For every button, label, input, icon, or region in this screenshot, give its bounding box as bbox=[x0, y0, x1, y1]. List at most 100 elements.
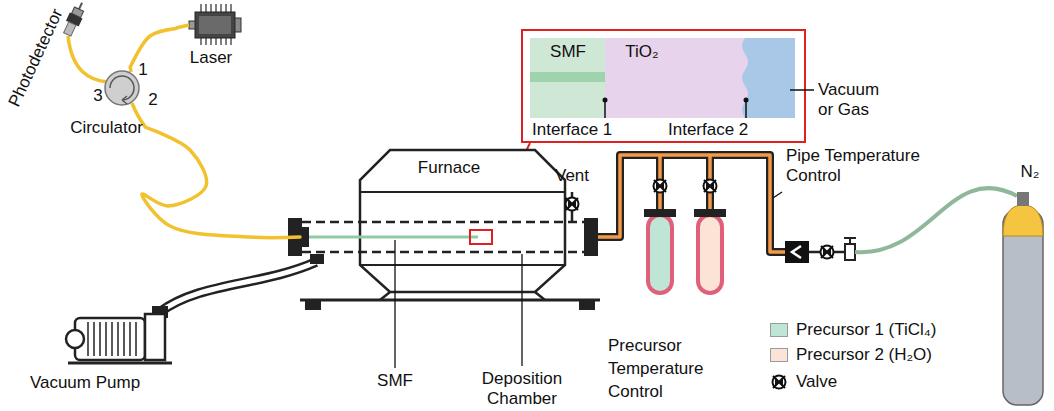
circulator-icon bbox=[122, 96, 127, 104]
deposition-chamber bbox=[470, 230, 492, 244]
furnace-body bbox=[300, 299, 600, 302]
legend-text: Precursor 2 (H₂O) bbox=[796, 345, 932, 365]
part-label: Interface 2 bbox=[668, 120, 748, 140]
laser-icon bbox=[176, 25, 189, 28]
precursor-tube bbox=[694, 209, 726, 217]
optical-fiber bbox=[68, 36, 107, 82]
precursor-tube bbox=[648, 215, 672, 293]
furnace-body bbox=[579, 300, 595, 310]
gas-hose bbox=[855, 188, 1017, 252]
precursor-tube bbox=[698, 215, 722, 293]
deposition-chamber bbox=[584, 218, 598, 256]
laser-icon bbox=[176, 4, 241, 45]
legend-text: Precursor 1 (TiCl₄) bbox=[796, 320, 936, 340]
labelled-part: Circulator bbox=[66, 66, 147, 138]
heated-pipe bbox=[598, 155, 785, 252]
inset-panel bbox=[742, 38, 795, 118]
furnace-body bbox=[305, 300, 321, 310]
nitrogen-cylinder bbox=[1003, 205, 1043, 236]
vacuum-pump bbox=[99, 322, 101, 356]
nitrogen-cylinder bbox=[1017, 192, 1029, 206]
vent-valve bbox=[566, 192, 579, 222]
heated-pipe bbox=[598, 155, 785, 252]
furnace-body bbox=[360, 192, 565, 265]
check-valve bbox=[785, 241, 809, 263]
leader-line bbox=[395, 192, 782, 368]
precursor-tube bbox=[644, 209, 726, 293]
precursor-tube bbox=[644, 209, 676, 217]
circulator-icon bbox=[105, 71, 139, 105]
inset-panel bbox=[530, 72, 605, 82]
part-label: 1 bbox=[138, 60, 147, 80]
vacuum-pump bbox=[160, 262, 316, 312]
legend-swatch bbox=[770, 323, 788, 337]
vacuum-pump bbox=[135, 322, 137, 356]
vacuum-pump bbox=[145, 314, 165, 360]
part-label: Pipe Temperature Control bbox=[786, 146, 936, 186]
part-name: Laser bbox=[190, 48, 233, 68]
inset-panel bbox=[744, 98, 749, 103]
deposition-chamber bbox=[300, 236, 478, 239]
vacuum-pump bbox=[66, 330, 84, 348]
legend-valve-symbol bbox=[773, 376, 786, 389]
part-label: 3 bbox=[93, 86, 102, 106]
optical-fiber bbox=[142, 128, 300, 238]
check-valve bbox=[785, 238, 856, 263]
heated-pipe bbox=[654, 180, 667, 193]
part-label: SMF bbox=[550, 42, 586, 62]
vacuum-pump bbox=[129, 322, 131, 356]
vacuum-pump bbox=[105, 322, 107, 356]
gas-hose bbox=[855, 188, 1017, 252]
laser-icon bbox=[235, 18, 241, 32]
inset-panel bbox=[603, 98, 608, 103]
legend-swatch bbox=[770, 348, 788, 362]
inset-panel bbox=[522, 30, 805, 142]
legend-valve-symbol bbox=[773, 376, 786, 389]
furnace-body bbox=[300, 150, 600, 310]
vacuum-pump bbox=[68, 362, 172, 365]
photodetector-icon bbox=[64, 22, 76, 36]
circulator-icon bbox=[110, 76, 134, 100]
part-label: Precursor Temperature Control bbox=[608, 334, 726, 403]
leader-line bbox=[395, 192, 782, 368]
vacuum-pump bbox=[66, 262, 316, 363]
part-label: Interface 1 bbox=[532, 120, 612, 140]
vacuum-pump bbox=[87, 322, 89, 356]
inset-panel bbox=[605, 90, 814, 118]
nitrogen-cylinder bbox=[1003, 210, 1043, 405]
part-label: 2 bbox=[148, 90, 157, 110]
check-valve bbox=[844, 238, 856, 244]
laser-icon bbox=[199, 16, 231, 34]
vacuum-pump bbox=[75, 318, 145, 360]
laser-icon bbox=[195, 12, 235, 38]
part-name: Furnace bbox=[418, 158, 480, 178]
vacuum-pump bbox=[88, 322, 136, 356]
vent-valve bbox=[566, 198, 579, 211]
labelled-part: Laser bbox=[176, 2, 246, 68]
part-label: Vacuum Pump bbox=[30, 373, 140, 393]
inset-panel bbox=[522, 30, 814, 142]
vacuum-pump bbox=[111, 322, 113, 356]
optical-fiber bbox=[131, 28, 176, 66]
check-valve bbox=[845, 244, 855, 260]
deposition-chamber bbox=[310, 254, 324, 264]
furnace-body bbox=[380, 292, 545, 300]
labelled-part: Furnace bbox=[300, 150, 598, 300]
vacuum-pump bbox=[123, 322, 125, 356]
inset-panel bbox=[530, 38, 605, 118]
part-label: SMF bbox=[377, 371, 413, 391]
inset-panel bbox=[530, 38, 748, 118]
check-valve bbox=[821, 246, 834, 259]
vacuum-pump bbox=[93, 322, 95, 356]
part-label: Vent bbox=[555, 166, 589, 186]
vacuum-pump bbox=[160, 262, 316, 312]
part-label: Vacuum or Gas bbox=[818, 80, 892, 120]
vacuum-pump bbox=[117, 322, 119, 356]
part-label: Deposition Chamber bbox=[470, 369, 574, 409]
part-label: N₂ bbox=[1021, 162, 1040, 182]
nitrogen-cylinder bbox=[1003, 192, 1043, 405]
part-label: Photodetector bbox=[5, 6, 68, 110]
heated-pipe bbox=[598, 155, 785, 252]
heated-pipe bbox=[704, 180, 717, 193]
part-name: Circulator bbox=[70, 118, 143, 138]
